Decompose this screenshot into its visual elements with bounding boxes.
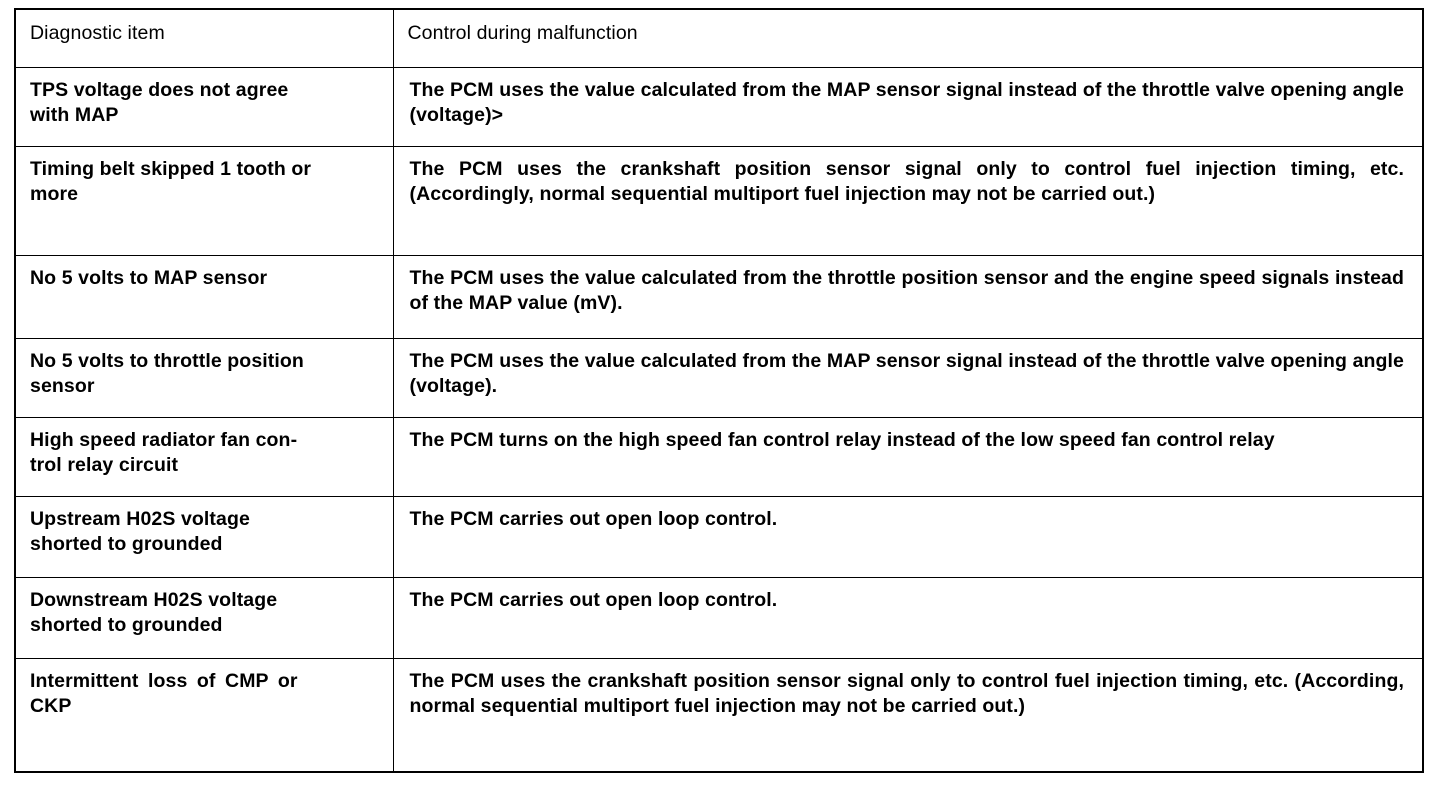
control-description-cell: The PCM carries out open loop control.	[392, 577, 1424, 659]
control-description-text: The PCM carries out open loop control.	[409, 589, 778, 611]
control-description-text: The PCM carries out open loop control.	[409, 508, 778, 530]
table-row: Intermittent loss of CMP or CKP The PCM …	[14, 658, 1424, 773]
column-header-label: Diagnostic item	[30, 22, 165, 44]
control-description-cell: The PCM turns on the high speed fan cont…	[392, 417, 1424, 497]
table-row: Upstream H02S voltage shorted to grounde…	[14, 496, 1424, 578]
diagnostic-item-text: Intermittent loss of CMP or CKP	[30, 670, 298, 717]
control-description-text: The PCM uses the crankshaft position sen…	[409, 158, 1404, 205]
diagnostic-item-cell: Intermittent loss of CMP or CKP	[14, 658, 394, 773]
column-header-diagnostic-item: Diagnostic item	[14, 8, 394, 68]
diagnostic-item-text: High speed radiator fan con- trol relay …	[30, 429, 298, 476]
control-description-cell: The PCM uses the value calculated from t…	[392, 255, 1424, 339]
table-row: No 5 volts to throttle position sensor T…	[14, 338, 1424, 418]
table-header-row: Diagnostic item Control during malfuncti…	[14, 8, 1424, 68]
table-row: Downstream H02S voltage shorted to groun…	[14, 577, 1424, 659]
control-description-cell: The PCM uses the crankshaft position sen…	[392, 146, 1424, 256]
table-row: Timing belt skipped 1 tooth or more The …	[14, 146, 1424, 256]
diagnostic-item-text: Downstream H02S voltage shorted to groun…	[30, 589, 278, 636]
diagnostic-item-text: TPS voltage does not agree with MAP	[30, 79, 289, 126]
table-row: No 5 volts to MAP sensor The PCM uses th…	[14, 255, 1424, 339]
control-description-cell: The PCM uses the value calculated from t…	[392, 338, 1424, 418]
table-row: TPS voltage does not agree with MAP The …	[14, 67, 1424, 147]
diagnostic-item-cell: Upstream H02S voltage shorted to grounde…	[14, 496, 394, 578]
control-description-text: The PCM uses the value calculated from t…	[409, 267, 1404, 314]
diagnostic-item-cell: No 5 volts to throttle position sensor	[14, 338, 394, 418]
diagnostic-item-text: Timing belt skipped 1 tooth or more	[30, 158, 312, 205]
column-header-label: Control during malfunction	[407, 22, 638, 44]
column-header-control-during-malfunction: Control during malfunction	[392, 8, 1424, 68]
control-description-text: The PCM uses the crankshaft position sen…	[409, 670, 1404, 717]
diagnostic-item-text: No 5 volts to MAP sensor	[30, 267, 268, 289]
diagnostic-item-cell: Downstream H02S voltage shorted to groun…	[14, 577, 394, 659]
table-row: High speed radiator fan con- trol relay …	[14, 417, 1424, 497]
control-description-cell: The PCM uses the crankshaft position sen…	[392, 658, 1424, 773]
diagnostic-item-cell: High speed radiator fan con- trol relay …	[14, 417, 394, 497]
diagnostic-control-table: Diagnostic item Control during malfuncti…	[14, 8, 1424, 773]
control-description-text: The PCM turns on the high speed fan cont…	[409, 429, 1275, 451]
diagnostic-item-text: Upstream H02S voltage shorted to grounde…	[30, 508, 250, 555]
control-description-cell: The PCM uses the value calculated from t…	[392, 67, 1424, 147]
control-description-cell: The PCM carries out open loop control.	[392, 496, 1424, 578]
diagnostic-item-cell: Timing belt skipped 1 tooth or more	[14, 146, 394, 256]
control-description-text: The PCM uses the value calculated from t…	[409, 79, 1404, 126]
diagnostic-item-text: No 5 volts to throttle position sensor	[30, 350, 304, 397]
diagnostic-item-cell: TPS voltage does not agree with MAP	[14, 67, 394, 147]
diagnostic-item-cell: No 5 volts to MAP sensor	[14, 255, 394, 339]
control-description-text: The PCM uses the value calculated from t…	[409, 350, 1404, 397]
